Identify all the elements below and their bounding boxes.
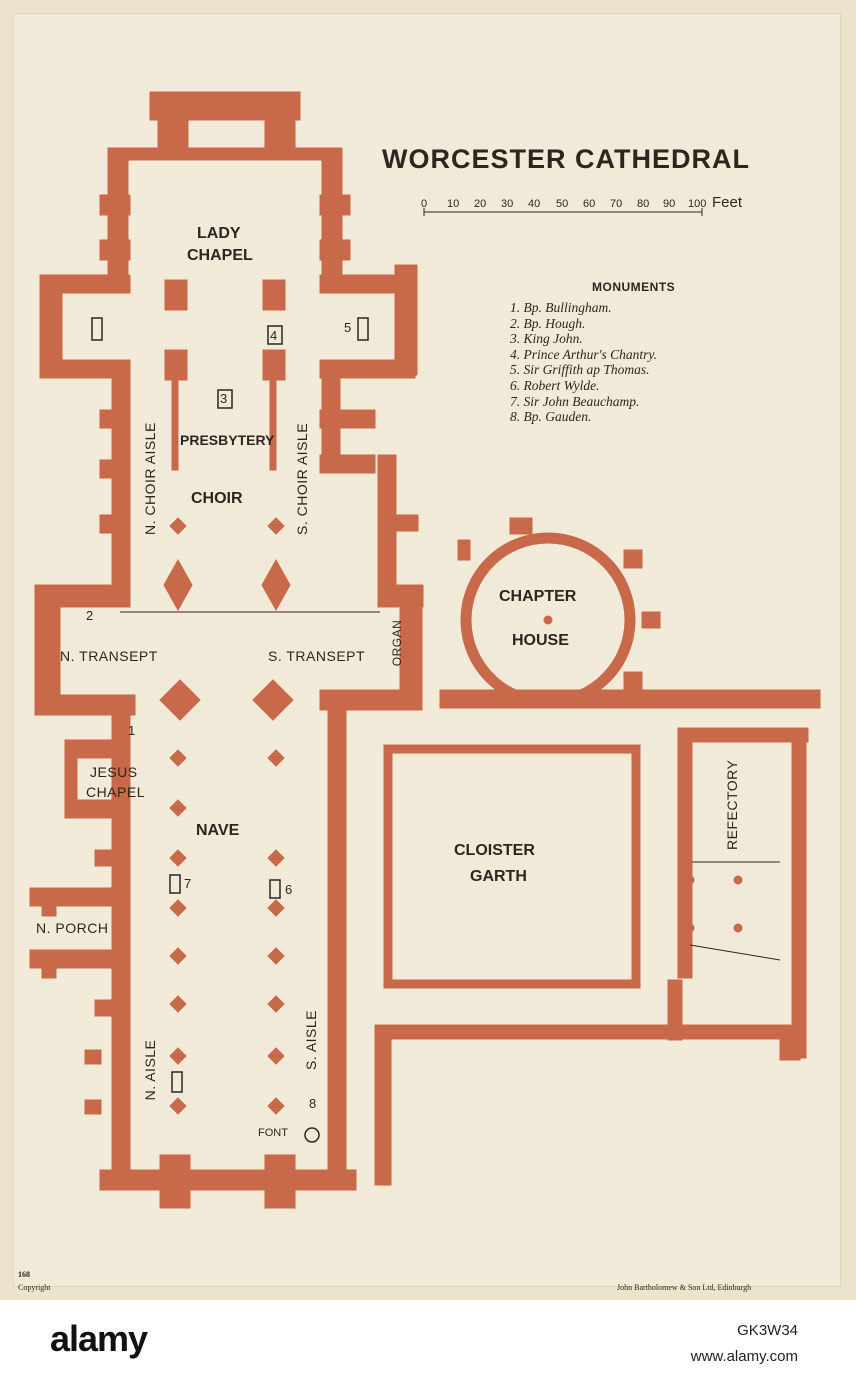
cloister-west-walk xyxy=(383,744,393,989)
monument-item: 5. Sir Griffith ap Thomas. xyxy=(510,362,650,378)
tomb-n-aisle xyxy=(171,1071,183,1093)
monument-item: 3. King John. xyxy=(510,331,583,347)
monument-item: 2. Bp. Hough. xyxy=(510,315,586,331)
monument-item: 8. Bp. Gauden. xyxy=(510,409,592,425)
label-presbytery: PRESBYTERY xyxy=(180,432,275,448)
tomb-7 xyxy=(169,874,181,894)
paper xyxy=(14,14,840,1286)
cloister-south-walk xyxy=(383,979,641,989)
publisher: John Bartholomew & Son Ltd, Edinburgh xyxy=(617,1283,752,1292)
scale-tick: 90 xyxy=(663,198,676,210)
refectory-north-wall xyxy=(677,727,809,743)
scale-tick: 10 xyxy=(447,198,460,210)
monument-number-7: 7 xyxy=(184,876,192,891)
label-refectory: REFECTORY xyxy=(724,759,740,850)
south-range xyxy=(374,1024,796,1040)
east-buttress-s xyxy=(264,91,296,153)
monument-item: 6. Robert Wylde. xyxy=(510,377,600,393)
scale-tick: 80 xyxy=(637,198,650,210)
label-s-aisle: S. AISLE xyxy=(303,1009,319,1071)
lady-chapel-e-wall xyxy=(107,147,343,161)
lady-chapel-s-wall xyxy=(321,149,343,291)
font-basin xyxy=(304,1127,320,1143)
label-n-transept: N. TRANSEPT xyxy=(60,648,158,664)
chapter-house-plan xyxy=(457,517,661,708)
n-choir-aisle-wall xyxy=(111,374,131,591)
label-house: HOUSE xyxy=(512,632,569,649)
label-jesus-chapel: CHAPEL xyxy=(86,784,146,800)
label-choir: CHOIR xyxy=(191,490,243,507)
monument-number-8: 8 xyxy=(309,1096,317,1111)
label-jesus: JESUS xyxy=(90,764,138,780)
scale-unit: Feet xyxy=(712,194,743,211)
lady-chapel-n-wall xyxy=(107,149,129,291)
label-n-porch: N. PORCH xyxy=(36,920,109,936)
copyright: Copyright xyxy=(18,1283,51,1292)
cathedral-plan xyxy=(29,91,821,1209)
nave-piers xyxy=(169,749,285,1115)
monument-item: 7. Sir John Beauchamp. xyxy=(510,393,640,409)
scale-tick: 0 xyxy=(421,198,428,210)
label-s-transept: S. TRANSEPT xyxy=(268,648,366,664)
label-lady-chapel: CHAPEL xyxy=(187,247,253,264)
alamy-logo: alamy xyxy=(50,1318,148,1359)
scale-tick: 30 xyxy=(501,198,514,210)
scale-tick: 70 xyxy=(610,198,623,210)
cloister-east-walk xyxy=(631,744,641,989)
tomb-4 xyxy=(267,325,283,345)
east-buttress-n xyxy=(157,91,189,153)
scale-tick: 50 xyxy=(556,198,569,210)
monument-number-1: 1 xyxy=(128,723,136,738)
monument-number-3: 3 xyxy=(220,391,228,406)
monument-number-5: 5 xyxy=(344,320,352,335)
scale-tick: 60 xyxy=(583,198,596,210)
label-n-choir-aisle: N. CHOIR AISLE xyxy=(142,422,158,535)
label-nave: NAVE xyxy=(196,822,240,839)
label-lady: LADY xyxy=(197,225,241,242)
scale-tick: 20 xyxy=(474,198,487,210)
monument-number-6: 6 xyxy=(285,882,293,897)
monument-number-2: 2 xyxy=(86,608,94,623)
map-sheet: WORCESTER CATHEDRAL 0 10 20 30 40 50 60 … xyxy=(0,0,856,1300)
tomb-5 xyxy=(357,317,369,341)
tomb-6 xyxy=(269,879,281,899)
tomb-3 xyxy=(217,389,233,409)
monument-item: 4. Prince Arthur's Chantry. xyxy=(510,346,658,362)
label-chapter: CHAPTER xyxy=(499,588,577,605)
label-organ: ORGAN xyxy=(390,619,404,667)
monuments-list: 1. Bp. Bullingham. 2. Bp. Hough. 3. King… xyxy=(510,300,657,425)
tomb-lady-n xyxy=(91,317,103,341)
stock-footer: alamy GK3W34 www.alamy.com xyxy=(0,1300,856,1390)
cloister-north-walk xyxy=(383,744,641,754)
label-n-aisle: N. AISLE xyxy=(142,1039,158,1101)
scale-tick: 40 xyxy=(528,198,541,210)
monument-number-4: 4 xyxy=(270,328,278,343)
monument-item: 1. Bp. Bullingham. xyxy=(510,300,612,315)
label-font: FONT xyxy=(258,1127,288,1139)
image-id: GK3W34 xyxy=(737,1322,798,1339)
monuments-heading: MONUMENTS xyxy=(592,280,676,294)
site-url: www.alamy.com xyxy=(690,1348,798,1365)
scale-tick: 100 xyxy=(688,198,707,210)
label-s-choir-aisle: S. CHOIR AISLE xyxy=(294,422,310,535)
nave-s-wall xyxy=(327,709,347,1171)
label-cloister: CLOISTER xyxy=(454,842,535,859)
label-garth: GARTH xyxy=(470,868,527,885)
map-title: WORCESTER CATHEDRAL xyxy=(382,144,750,174)
page-number: 168 xyxy=(18,1270,30,1279)
cloister-north-range xyxy=(439,689,821,709)
